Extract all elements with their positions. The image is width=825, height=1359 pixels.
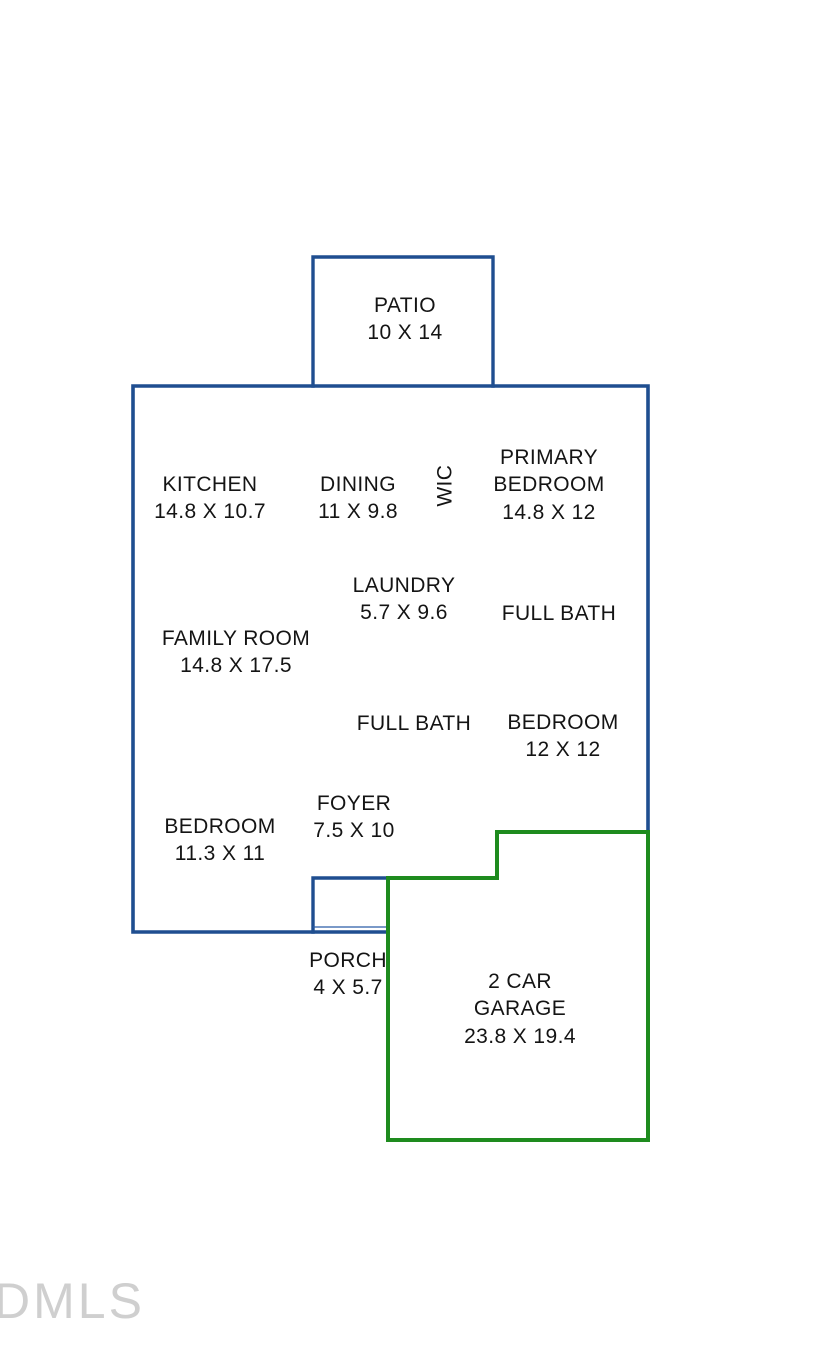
kitchen-name: KITCHEN [162,473,258,496]
foyer-dims: 7.5 X 10 [313,819,395,843]
room-label-garage: 2 CAR GARAGE 23.8 X 19.4 [448,968,592,1050]
patio-name: PATIO [374,294,436,317]
porch-outline [311,876,390,934]
room-label-patio: PATIO 10 X 14 [352,292,458,347]
bedroom-3-name: BEDROOM [164,815,276,838]
garage-line2: GARAGE [473,997,567,1021]
patio-outline [311,255,495,388]
garage-dims: 23.8 X 19.4 [464,1024,576,1048]
room-label-family-room: FAMILY ROOM 14.8 X 17.5 [150,625,322,680]
full-bath-lower-name: FULL BATH [356,712,472,735]
family-room-dims: 14.8 X 17.5 [180,654,292,678]
room-label-primary-bedroom: PRIMARY BEDROOM 14.8 X 12 [478,444,620,526]
room-label-foyer: FOYER 7.5 X 10 [297,790,411,845]
room-label-bedroom-3: BEDROOM 11.3 X 11 [152,813,288,868]
laundry-name: LAUNDRY [352,574,456,597]
primary-bedroom-dims: 14.8 X 12 [502,500,596,524]
primary-bedroom-line2: BEDROOM [493,473,605,497]
family-room-name: FAMILY ROOM [161,627,311,650]
porch-dims: 4 X 5.7 [313,976,383,1000]
patio-dims: 10 X 14 [367,321,443,345]
kitchen-dims: 14.8 X 10.7 [154,500,266,524]
room-label-kitchen: KITCHEN 14.8 X 10.7 [143,471,277,526]
bedroom-2-name: BEDROOM [507,711,619,734]
dining-dims: 11 X 9.8 [318,500,398,524]
bedroom-2-dims: 12 X 12 [525,738,601,762]
room-label-wic: WIC [431,454,458,518]
garage-outline [386,830,650,1142]
bedroom-3-dims: 11.3 X 11 [174,842,266,866]
room-label-porch: PORCH 4 X 5.7 [291,947,405,1002]
garage-line1: 2 CAR [488,970,552,993]
laundry-dims: 5.7 X 9.6 [360,601,448,625]
room-label-full-bath-lower: FULL BATH [344,710,484,737]
room-label-dining: DINING 11 X 9.8 [300,471,416,526]
foyer-name: FOYER [316,792,392,815]
primary-bedroom-line1: PRIMARY [499,446,599,469]
porch-name: PORCH [309,949,387,972]
full-bath-upper-name: FULL BATH [501,602,617,625]
room-label-bedroom-2: BEDROOM 12 X 12 [493,709,633,764]
dining-name: DINING [320,473,396,496]
wic-name: WIC [433,464,457,507]
watermark-dmls: DMLS [0,1273,145,1329]
room-label-laundry: LAUNDRY 5.7 X 9.6 [340,572,468,627]
room-label-full-bath-upper: FULL BATH [489,600,629,627]
